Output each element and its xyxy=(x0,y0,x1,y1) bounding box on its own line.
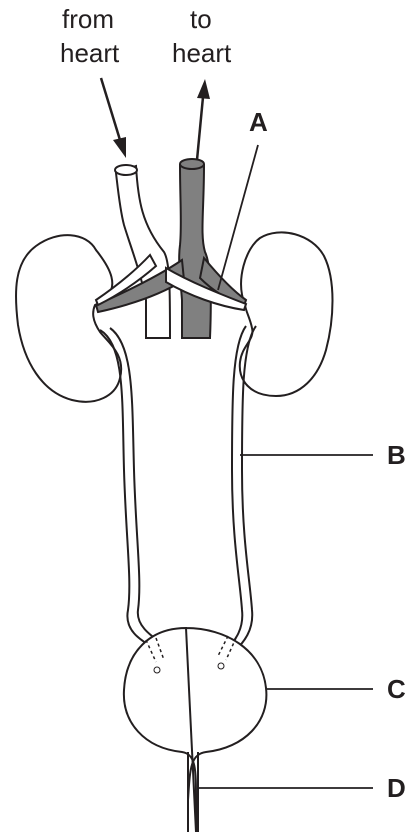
arrow-to-heart xyxy=(197,79,210,160)
aorta-top xyxy=(180,159,204,169)
label-B: B xyxy=(387,440,406,470)
label-to-heart-line2: heart xyxy=(172,38,232,68)
aorta xyxy=(179,165,211,338)
vena-cava xyxy=(116,166,170,338)
label-from-heart-line1: from xyxy=(62,4,114,34)
label-from-heart-line2: heart xyxy=(60,38,120,68)
label-A: A xyxy=(249,107,268,137)
label-D: D xyxy=(387,773,406,803)
vena-cava-top xyxy=(115,165,137,175)
bladder xyxy=(124,628,267,832)
right-kidney xyxy=(240,232,333,396)
label-to-heart-line1: to xyxy=(190,4,212,34)
left-kidney xyxy=(16,235,121,402)
label-C: C xyxy=(387,674,406,704)
arrow-from-heart xyxy=(101,78,126,158)
